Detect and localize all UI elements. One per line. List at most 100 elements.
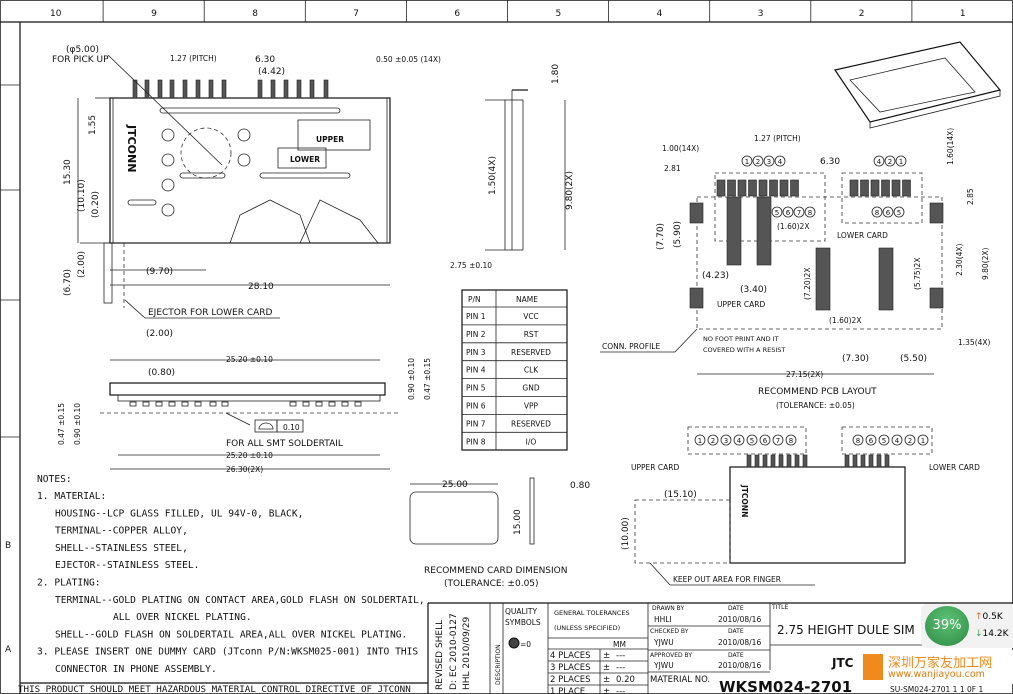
dim-label: 0.47 ±0.15 bbox=[57, 403, 66, 445]
pin-callout: 8 bbox=[808, 209, 812, 217]
note-line: HOUSING--LCP GLASS FILLED, UL 94V-0, BLA… bbox=[55, 508, 303, 519]
keep-out-label: KEEP OUT AREA FOR FINGER bbox=[673, 575, 781, 584]
pcb-pad bbox=[727, 179, 736, 197]
cpu-meter-widget[interactable]: 39% ↑0.5K ↓14.2K bbox=[921, 604, 1013, 648]
terminal-pin bbox=[754, 454, 760, 468]
column-label: 1 bbox=[960, 9, 966, 19]
housing-hole bbox=[161, 153, 175, 167]
dim-label: (1.60)2X bbox=[777, 222, 809, 231]
dim-label: 25.20 ±0.10 bbox=[226, 355, 273, 364]
checked-by: YJWU bbox=[653, 638, 674, 647]
dim-label: (2.00) bbox=[77, 251, 87, 278]
ejector-label: EJECTOR FOR LOWER CARD bbox=[148, 308, 273, 318]
note-line: TERMINAL--GOLD PLATING ON CONTACT AREA,G… bbox=[55, 595, 425, 606]
pin-number: PIN 2 bbox=[466, 330, 486, 339]
pin-name: GND bbox=[522, 384, 539, 393]
dim-label: (7.20)2X bbox=[803, 268, 812, 300]
pin-callout-icon bbox=[759, 434, 771, 446]
tolerance-label: GENERAL TOLERANCES bbox=[554, 609, 630, 617]
tolerance-value: --- bbox=[616, 687, 625, 694]
note-label: NO FOOT PRINT AND IT bbox=[703, 335, 779, 343]
column-label: 2 bbox=[859, 9, 865, 19]
pin-callout: 2 bbox=[888, 158, 892, 166]
row-label: B bbox=[5, 541, 11, 551]
soldertail bbox=[181, 401, 189, 407]
quality-label: QUALITY bbox=[505, 607, 537, 616]
watermark: 深圳万家友加工网 www.wanjiayou.com bbox=[860, 650, 1013, 684]
pin-callout: 8 bbox=[875, 209, 879, 217]
pin-callout: 4 bbox=[895, 437, 900, 445]
pcb-pad bbox=[902, 179, 911, 197]
note-line: 1. MATERIAL: bbox=[37, 491, 106, 502]
lower-card-label: LOWER CARD bbox=[929, 463, 980, 472]
housing-hole bbox=[161, 128, 175, 142]
upload-value: 0.5K bbox=[982, 612, 1003, 622]
pcb-pad bbox=[870, 179, 880, 197]
dim-label: 0.80 bbox=[570, 481, 590, 491]
isometric-view bbox=[834, 41, 1002, 129]
pin-callout-icon bbox=[785, 434, 797, 446]
terminal-pin bbox=[802, 454, 808, 468]
pcb-tolerance: (TOLERANCE: ±0.05) bbox=[776, 401, 855, 410]
card-dimension: 25.00 15.00 0.80 RECOMMEND CARD DIMENSIO… bbox=[409, 477, 590, 589]
pin-name: CLK bbox=[524, 366, 539, 375]
pin-callout: 1 bbox=[698, 437, 702, 445]
pin-callout-icon bbox=[782, 206, 794, 218]
download-rate: ↓14.2K bbox=[975, 629, 1009, 639]
drawn-date: 2010/08/16 bbox=[718, 615, 761, 624]
terminal-pin bbox=[876, 454, 882, 468]
note-line: SHELL--STAINLESS STEEL, bbox=[55, 543, 188, 554]
top-view: UPPER LOWER JTCONN (φ5.00) FOR PICK UP 1… bbox=[52, 45, 441, 339]
note-line: 3. PLEASE INSERT ONE DUMMY CARD (JTconn … bbox=[37, 647, 418, 658]
housing-hole bbox=[161, 203, 175, 217]
soldertail bbox=[302, 401, 310, 407]
revision-text: D: EC 2010-0127 bbox=[449, 613, 459, 690]
pcb-pad bbox=[881, 179, 890, 197]
company-logo: JTC bbox=[831, 656, 854, 670]
dim-label: 1.50(4X) bbox=[488, 156, 498, 195]
terminal-pin bbox=[157, 79, 163, 99]
terminal-pin bbox=[868, 454, 874, 468]
dim-label: (0.80) bbox=[148, 368, 175, 378]
pcb-title: RECOMMEND PCB LAYOUT bbox=[758, 387, 877, 397]
pcb-pad bbox=[748, 179, 757, 197]
terminal-pin bbox=[132, 79, 138, 99]
file-name: SU-SM024-2701 1 1 0F 1 bbox=[890, 685, 983, 694]
dim-label: (9.70) bbox=[146, 267, 173, 277]
notes-heading: NOTES: bbox=[37, 474, 72, 485]
note-line: ALL OVER NICKEL PLATING. bbox=[113, 612, 252, 623]
pin-callout-icon bbox=[873, 155, 885, 167]
field-label: APPROVED BY bbox=[650, 652, 692, 659]
profile-symbol-icon bbox=[258, 422, 274, 430]
description-label: DESCRIPTION bbox=[495, 644, 502, 685]
column-label: 6 bbox=[454, 9, 460, 19]
dim-label: (4.42) bbox=[258, 67, 285, 77]
dim-label: (4.23) bbox=[702, 271, 729, 281]
note-line: TERMINAL--COPPER ALLOY, bbox=[55, 526, 188, 537]
terminal-pin bbox=[762, 454, 768, 468]
pin-callout: 5 bbox=[882, 437, 886, 445]
note-label: COVERED WITH A RESIST bbox=[703, 346, 785, 354]
dim-label: 1.35(4X) bbox=[958, 338, 991, 347]
card-dim-title: RECOMMEND CARD DIMENSION bbox=[424, 566, 568, 576]
pcb-pad bbox=[758, 179, 768, 197]
terminal-pin bbox=[844, 454, 850, 468]
terminal-pin bbox=[195, 79, 201, 99]
pin-callout: 2 bbox=[908, 437, 912, 445]
pin-callout-icon bbox=[771, 206, 783, 218]
terminal-pin bbox=[270, 79, 276, 99]
watermark-url: www.wanjiayou.com bbox=[888, 669, 985, 680]
pin-callout: 5 bbox=[775, 209, 779, 217]
note-line: 2. PLATING: bbox=[37, 578, 101, 589]
field-label: TITLE bbox=[771, 604, 788, 611]
revision-text: REVISED SHELL bbox=[435, 620, 445, 690]
pcb-pad bbox=[860, 179, 869, 197]
dim-label: 6.30 bbox=[255, 55, 275, 65]
pin-callout-icon bbox=[804, 206, 816, 218]
terminal-pin bbox=[144, 79, 150, 99]
pin-callout: 6 bbox=[886, 209, 891, 217]
checked-date: 2010/08/16 bbox=[718, 638, 761, 647]
pin-callout-icon bbox=[904, 434, 916, 446]
column-label: 9 bbox=[151, 9, 157, 19]
